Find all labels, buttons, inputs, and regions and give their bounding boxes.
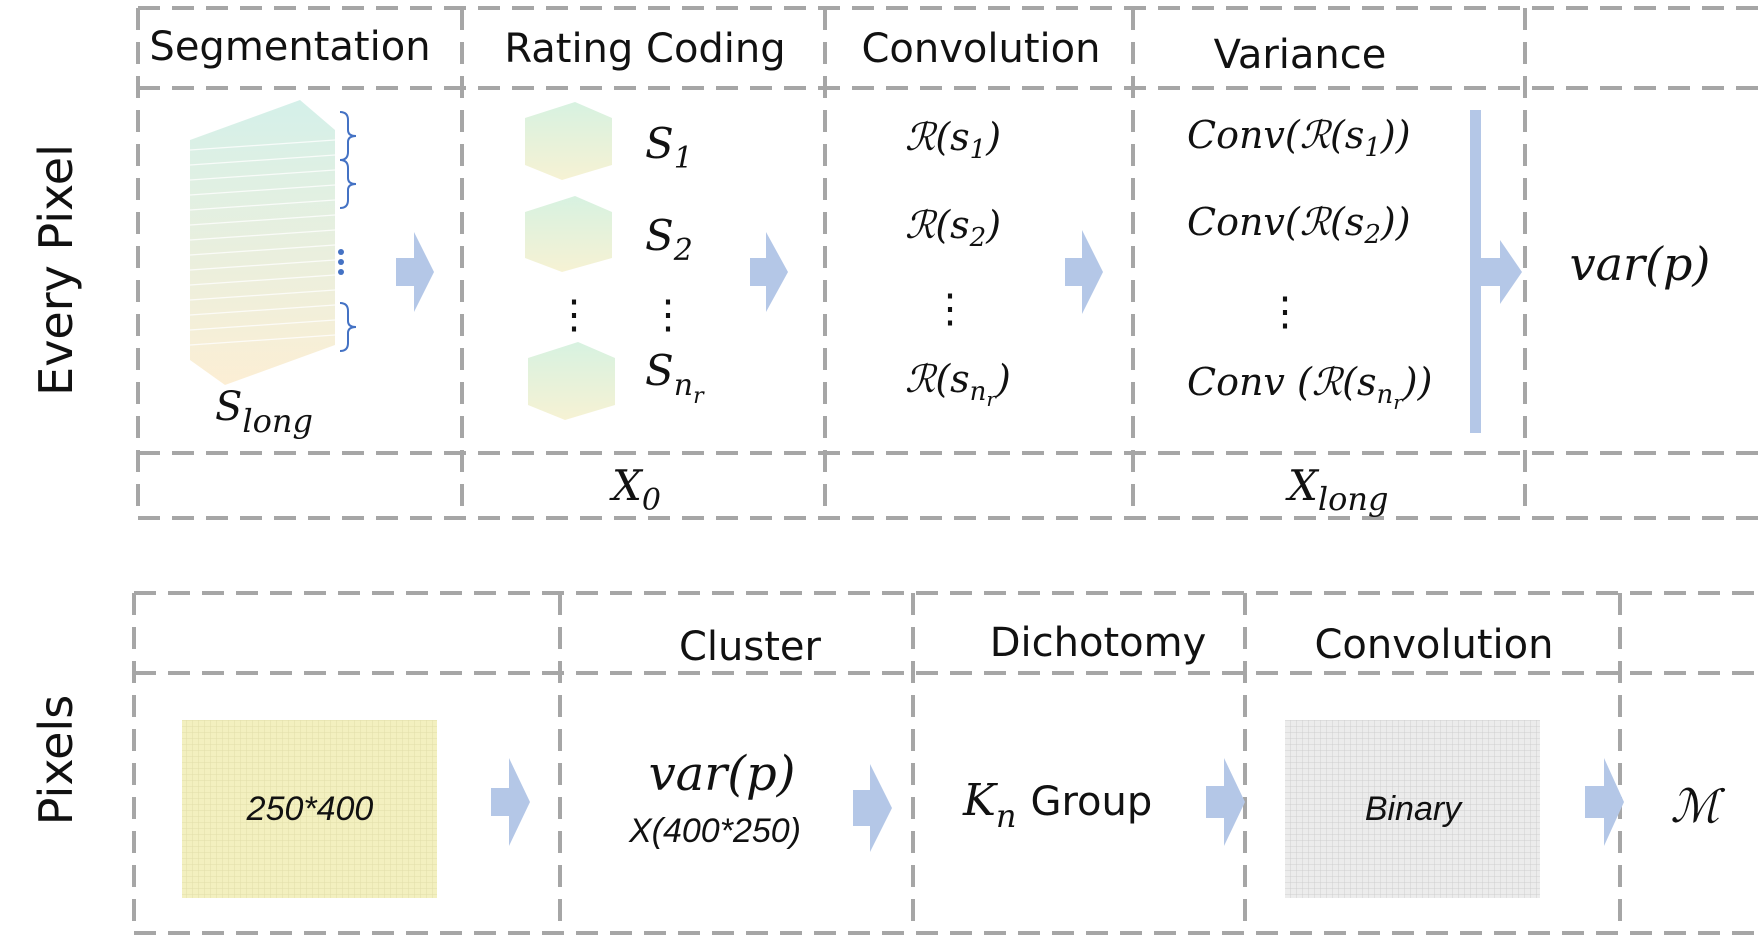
header-variance: Variance	[1214, 32, 1387, 78]
header-convolution: Convolution	[862, 26, 1101, 72]
variance-collector-bar	[1470, 110, 1481, 433]
rating-stack-2-icon	[525, 196, 612, 272]
arrow-convolution-to-variance	[1065, 230, 1103, 314]
row-label-every-pixel: Every Pixel	[29, 144, 83, 396]
rating-label-snr: Snr	[645, 346, 705, 409]
arrow-rating-to-convolution	[750, 232, 788, 312]
arrow-dichotomy-to-convolution	[1206, 758, 1245, 846]
bottom-grid	[132, 591, 1758, 935]
cluster-var-p: var(p)	[649, 746, 796, 802]
input-matrix-box	[182, 720, 437, 898]
label-s-long: Slong	[215, 384, 313, 440]
bottom-output-m: ℳ	[1670, 779, 1725, 833]
header-dichotomy: Dichotomy	[990, 620, 1207, 666]
header-rating-coding: Rating Coding	[504, 26, 785, 72]
label-x0: X0	[609, 461, 661, 518]
binary-matrix-box	[1285, 720, 1540, 898]
variance-item-2: Conv(ℛ(s2))	[1187, 200, 1411, 250]
variance-item-1: Conv(ℛ(s1))	[1187, 113, 1411, 163]
variance-item-nr: Conv (ℛ(snr))	[1187, 360, 1432, 414]
rating-stack-1-icon	[525, 102, 612, 180]
top-grid	[136, 6, 1758, 520]
arrow-convolution-to-output	[1585, 758, 1624, 846]
cluster-x-size: X(400*250)	[628, 812, 801, 850]
rating-stack-nr-icon	[528, 342, 615, 420]
arrow-cluster-to-dichotomy	[853, 764, 892, 852]
variance-output-arrow	[1481, 240, 1522, 304]
row-label-pixels: Pixels	[29, 695, 83, 825]
convolution-ellipsis: ⋮	[930, 286, 970, 332]
header-segmentation: Segmentation	[149, 24, 430, 70]
rating-ellipsis-left: ⋮	[554, 292, 594, 338]
rating-ellipsis-right: ⋮	[648, 292, 688, 338]
convolution-item-nr: ℛ(snr)	[905, 357, 1011, 411]
top-output-var-p: var(p)	[1570, 237, 1711, 291]
rating-label-s1: S1	[645, 119, 693, 176]
convolution-item-1: ℛ(s1)	[905, 115, 1001, 165]
segment-dots-icon	[338, 249, 344, 275]
rating-label-s2: S2	[645, 211, 693, 268]
convolution-item-2: ℛ(s2)	[905, 203, 1001, 253]
label-x-long: Xlong	[1285, 461, 1389, 518]
segment-brace-icon	[339, 111, 357, 352]
input-matrix-label: 250*400	[246, 790, 374, 828]
variance-ellipsis: ⋮	[1265, 289, 1305, 335]
binary-matrix-label: Binary	[1365, 790, 1463, 828]
header-convolution-bottom: Convolution	[1315, 622, 1554, 668]
arrow-segmentation-to-rating	[396, 232, 434, 312]
arrow-input-to-cluster	[491, 758, 530, 846]
segmentation-stack-icon	[189, 100, 336, 385]
header-cluster: Cluster	[679, 624, 822, 670]
